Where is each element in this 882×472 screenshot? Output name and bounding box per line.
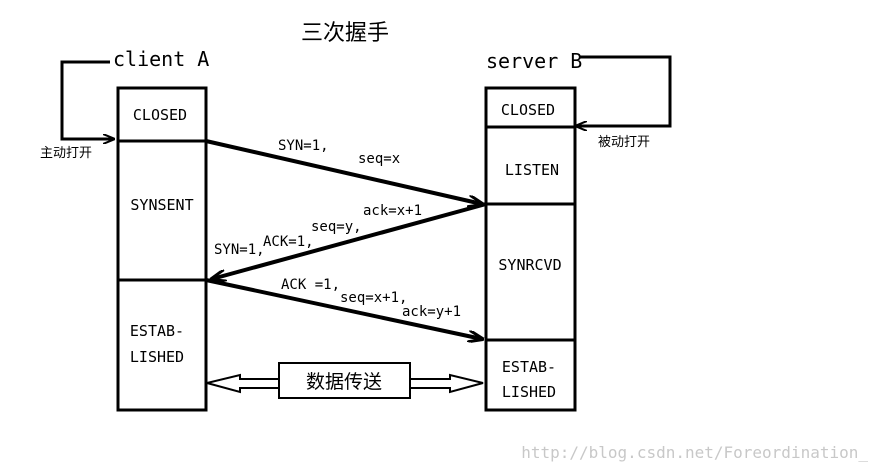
server-passive-open-loop: [576, 55, 672, 126]
syn-ack-seq-label: seq=y,: [311, 219, 362, 235]
syn-ack-syn-label: SYN=1,: [214, 242, 265, 258]
client-state-column: [116, 86, 208, 412]
server-state-synrcvd: SYNRCVD: [498, 256, 561, 274]
client-state-established-2: LISHED: [130, 348, 184, 366]
diagram-title: 三次握手: [301, 21, 389, 46]
client-state-established-1: ESTAB-: [130, 322, 184, 340]
passive-open-label: 被动打开: [598, 135, 650, 150]
active-open-label: 主动打开: [40, 146, 92, 161]
watermark: http://blog.csdn.net/Foreordination_: [521, 443, 868, 462]
client-active-open-loop: [60, 60, 114, 139]
ack-ack-label: ack=y+1: [402, 304, 461, 320]
ack-seq-label: seq=x+1,: [340, 290, 407, 306]
server-state-listen: LISTEN: [505, 161, 559, 179]
syn-label: SYN=1,: [278, 138, 329, 154]
server-state-closed: CLOSED: [501, 101, 555, 119]
server-state-established-2: LISHED: [502, 383, 556, 401]
syn-ack-arrow: [212, 202, 487, 279]
ack-arrow: [205, 278, 482, 339]
data-transfer-label: 数据传送: [306, 371, 382, 393]
syn-ack-ack-label: ack=x+1: [363, 203, 422, 219]
ack-ackflag-label: ACK =1,: [281, 277, 340, 293]
data-transfer-double-arrow: [206, 362, 484, 399]
syn-seq-label: seq=x: [358, 151, 400, 167]
client-state-synsent: SYNSENT: [130, 196, 193, 214]
server-name: server B: [486, 49, 582, 73]
syn-arrow: [205, 139, 482, 204]
client-state-closed: CLOSED: [133, 106, 187, 124]
client-name: client A: [113, 47, 209, 71]
syn-ack-ackflag-label: ACK=1,: [263, 234, 314, 250]
server-state-established-1: ESTAB-: [502, 358, 556, 376]
server-state-column: [484, 86, 577, 412]
